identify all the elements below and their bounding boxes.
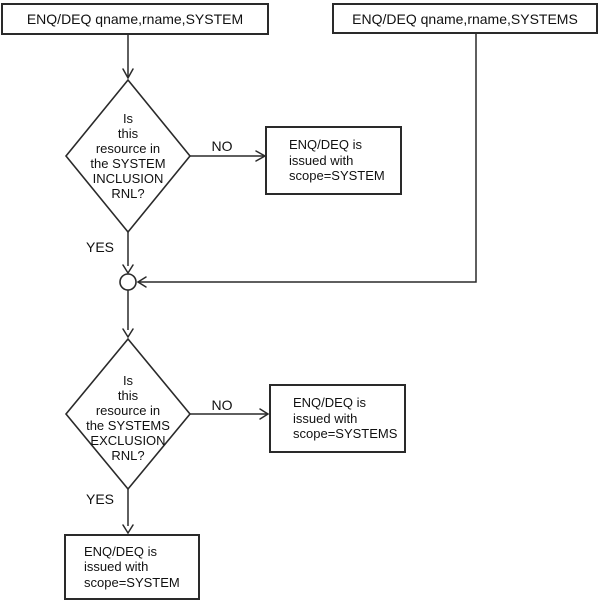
result-line: ENQ/DEQ is [289,137,362,153]
decision-line: RNL? [111,186,145,201]
arrow-down-icon [122,524,134,535]
result-line: issued with [84,559,149,575]
result-line: scope=SYSTEMS [293,426,398,442]
result-line: issued with [293,410,358,426]
node-result-systems-label: ENQ/DEQ is issued with scope=SYSTEMS [270,385,405,452]
node-decision-exclusion-diamond [64,337,192,491]
node-final-system-label: ENQ/DEQ is issued with scope=SYSTEM [65,535,199,599]
node-start-system-box [1,3,269,35]
decision-line: this [117,388,139,403]
node-decision-inclusion-diamond [64,78,192,234]
node-decision-exclusion-label: Is this resource in the SYSTEMS EXCLUSIO… [66,347,190,489]
node-start-systems-label: ENQ/DEQ qname,rname,SYSTEMS [352,10,578,27]
edge-junction-to-exclusion [122,290,134,339]
arrow-down-icon [122,264,134,275]
edge-label-exclusion-yes: YES [85,491,114,507]
decision-line: Is [122,373,134,388]
result-line: issued with [289,152,354,168]
decision-line: resource in [95,141,161,156]
node-result-system-label: ENQ/DEQ is issued with scope=SYSTEM [266,127,401,194]
decision-line: INCLUSION [92,171,164,186]
decision-line: resource in [95,403,161,418]
node-start-system-label: ENQ/DEQ qname,rname,SYSTEM [26,11,244,27]
decision-line: the SYSTEM [90,156,166,171]
edge-exclusion-no [190,408,270,420]
decision-line: EXCLUSION [90,433,166,448]
arrow-left-icon [136,276,147,288]
edge-start-systems-to-junction [136,33,477,288]
result-line: scope=SYSTEM [84,574,180,590]
arrow-down-icon [122,328,134,339]
result-line: ENQ/DEQ is [84,543,157,559]
decision-line: this [117,126,139,141]
edge-start-system-to-inclusion [122,34,134,80]
decision-line: the SYSTEMS [86,418,170,433]
result-line: scope=SYSTEM [289,168,385,184]
edge-line [139,33,477,283]
edge-label-exclusion-no: NO [211,397,233,413]
decision-line: Is [122,111,134,126]
arrow-down-icon [122,68,134,80]
result-line: ENQ/DEQ is [293,395,366,411]
junction-connector-circle [119,273,137,291]
node-final-system-box [64,534,200,600]
edge-label-inclusion-yes: YES [85,239,114,255]
decision-line: RNL? [111,448,145,463]
node-result-systems-box [269,384,406,453]
node-decision-inclusion-label: Is this resource in the SYSTEM INCLUSION… [66,80,190,232]
edge-inclusion-yes-to-junction [122,232,134,275]
node-result-system-box [265,126,402,195]
edge-exclusion-yes [122,489,134,535]
arrow-right-icon [259,408,270,420]
edge-label-inclusion-no: NO [211,138,233,154]
node-start-systems-box [332,3,598,34]
